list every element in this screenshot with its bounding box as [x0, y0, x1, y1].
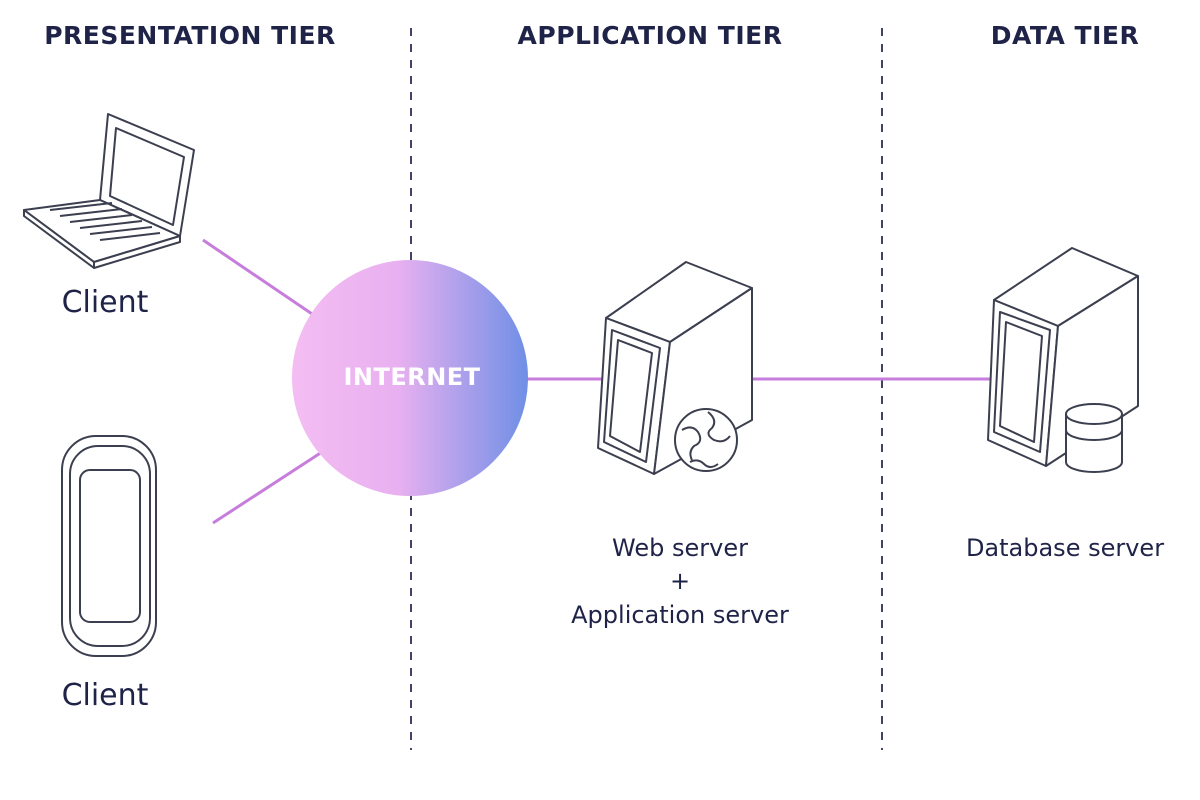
connectors [202, 238, 990, 525]
client-mobile-label: Client [61, 678, 149, 713]
tier-heading-data: DATA TIER [990, 21, 1140, 50]
mobile-phone-icon [61, 435, 157, 657]
plus-label: + [669, 567, 691, 595]
database-server-icon [987, 247, 1139, 473]
web-server-label: Web server [612, 534, 748, 562]
database-server-label: Database server [965, 534, 1165, 562]
tier-heading-presentation: PRESENTATION TIER [44, 21, 336, 50]
connector-mobile-internet [212, 450, 323, 525]
laptop-icon [23, 113, 195, 269]
internet-sphere [292, 260, 528, 496]
internet-label: INTERNET [343, 363, 481, 391]
connector-laptop-internet [202, 238, 319, 320]
tier-heading-application: APPLICATION TIER [517, 21, 783, 50]
web-server-icon [597, 261, 753, 475]
client-laptop-label: Client [61, 285, 149, 320]
application-server-label: Application server [571, 601, 789, 629]
